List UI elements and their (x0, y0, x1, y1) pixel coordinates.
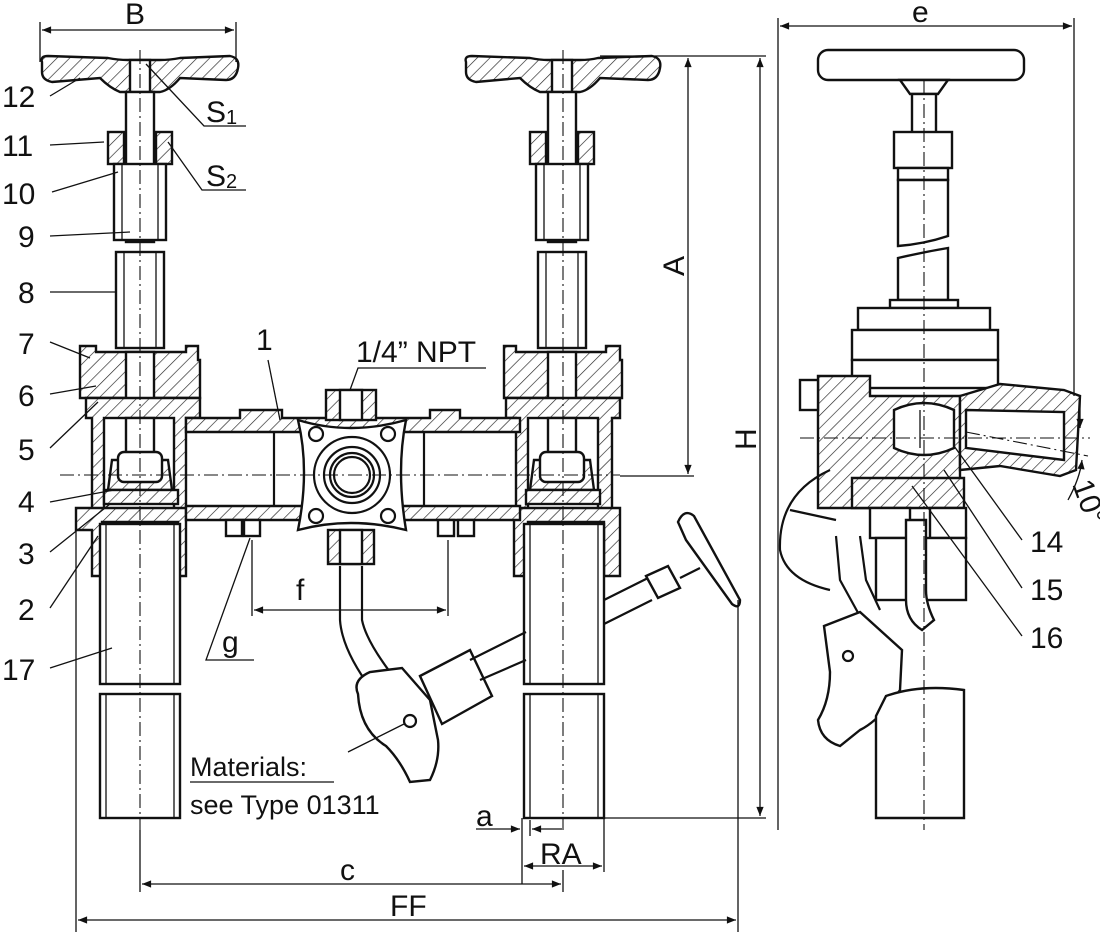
label-part-10: 10 (2, 178, 35, 211)
label-part-8: 8 (18, 277, 35, 310)
dimension-labels: B e f a RA c FF A H 10° (125, 0, 1100, 923)
dim-a: a (476, 800, 493, 833)
leader-lines (49, 63, 1023, 753)
label-part-5: 5 (18, 434, 35, 467)
label-part-4: 4 (18, 486, 35, 519)
dim-angle: 10° (1065, 475, 1100, 529)
materials-title: Materials: (190, 752, 307, 782)
label-s2: S2 (206, 160, 237, 193)
dim-c: c (340, 854, 355, 887)
label-s1: S1 (206, 96, 237, 129)
left-gate-valve (40, 50, 240, 830)
label-g: g (222, 626, 239, 659)
materials-reference: see Type 01311 (190, 790, 380, 820)
materials-note: Materials: see Type 01311 (190, 752, 380, 820)
side-handwheel (816, 48, 1026, 82)
dimensions (39, 18, 1085, 932)
label-part-3: 3 (18, 538, 35, 571)
dim-B: B (125, 0, 145, 31)
dim-A: A (658, 256, 691, 276)
right-gate-valve (464, 50, 662, 830)
part-labels: 12 11 10 9 8 7 6 5 4 3 2 17 1 14 15 16 S… (2, 81, 1063, 687)
dim-H: H (730, 428, 763, 450)
dim-f: f (296, 574, 305, 607)
label-part-1: 1 (256, 324, 273, 357)
dim-FF: FF (390, 890, 427, 923)
label-part-2: 2 (18, 594, 35, 627)
label-part-12: 12 (2, 81, 35, 114)
label-part-9: 9 (18, 221, 35, 254)
dim-RA: RA (540, 838, 582, 871)
drain-valve (338, 511, 742, 784)
side-view (778, 48, 1090, 830)
label-part-14: 14 (1030, 526, 1063, 559)
label-part-16: 16 (1030, 622, 1063, 655)
label-part-7: 7 (18, 328, 35, 361)
manifold-body (60, 388, 620, 566)
label-part-6: 6 (18, 380, 35, 413)
label-part-15: 15 (1030, 574, 1063, 607)
label-part-11: 11 (2, 130, 33, 163)
label-part-17: 17 (2, 654, 35, 687)
label-npt: 1/4” NPT (356, 336, 476, 369)
dim-e: e (912, 0, 929, 29)
